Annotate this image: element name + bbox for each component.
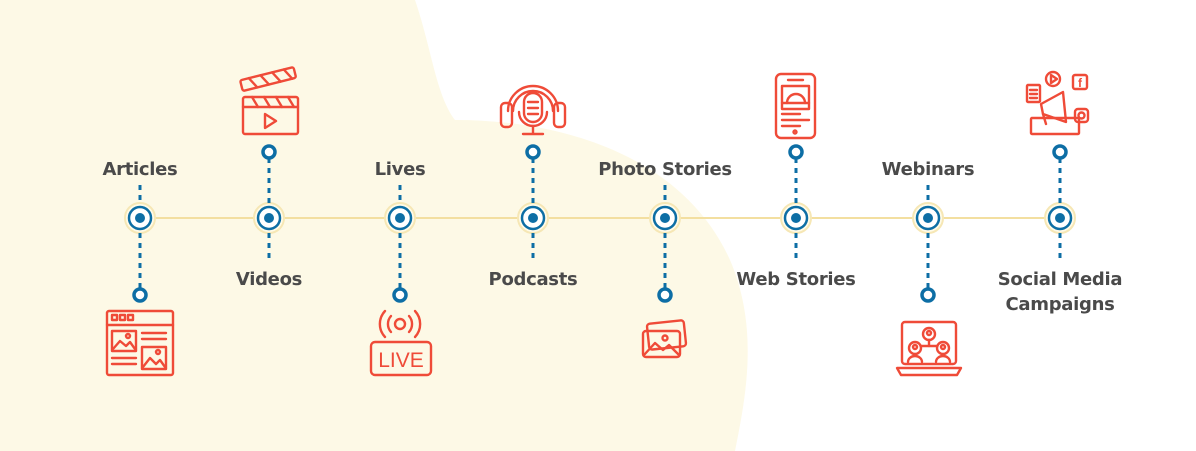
webinar-laptop-icon	[895, 320, 963, 377]
label-podcasts: Podcasts	[488, 269, 578, 290]
mobile-story-icon	[774, 72, 817, 140]
social-media-megaphone-icon: f	[1025, 70, 1090, 136]
node-podcasts	[517, 202, 549, 234]
label-videos: Videos	[235, 269, 303, 290]
label-photo-stories: Photo Stories	[598, 159, 732, 180]
connectors	[138, 158, 1062, 288]
node-articles	[124, 202, 156, 234]
facebook-glyph: f	[1078, 76, 1083, 90]
node-videos	[253, 202, 285, 234]
node-lives	[384, 202, 416, 234]
connector-endpoints	[132, 144, 1068, 303]
clapperboard-icon	[239, 66, 300, 136]
label-social-media-line1: Social Media	[997, 269, 1123, 290]
label-web-stories: Web Stories	[736, 269, 856, 290]
node-photo-stories	[649, 202, 681, 234]
live-broadcast-icon: LIVE	[369, 309, 433, 377]
photo-gallery-icon	[641, 319, 688, 359]
node-social-media	[1044, 202, 1076, 234]
node-webinars	[912, 202, 944, 234]
label-lives: Lives	[374, 159, 426, 180]
label-articles: Articles	[102, 159, 178, 180]
browser-window-icon	[105, 309, 175, 377]
live-text: LIVE	[378, 349, 424, 372]
node-web-stories	[780, 202, 812, 234]
podcast-microphone-icon	[499, 84, 567, 136]
label-webinars: Webinars	[881, 159, 975, 180]
label-social-media-line2: Campaigns	[1005, 294, 1115, 315]
